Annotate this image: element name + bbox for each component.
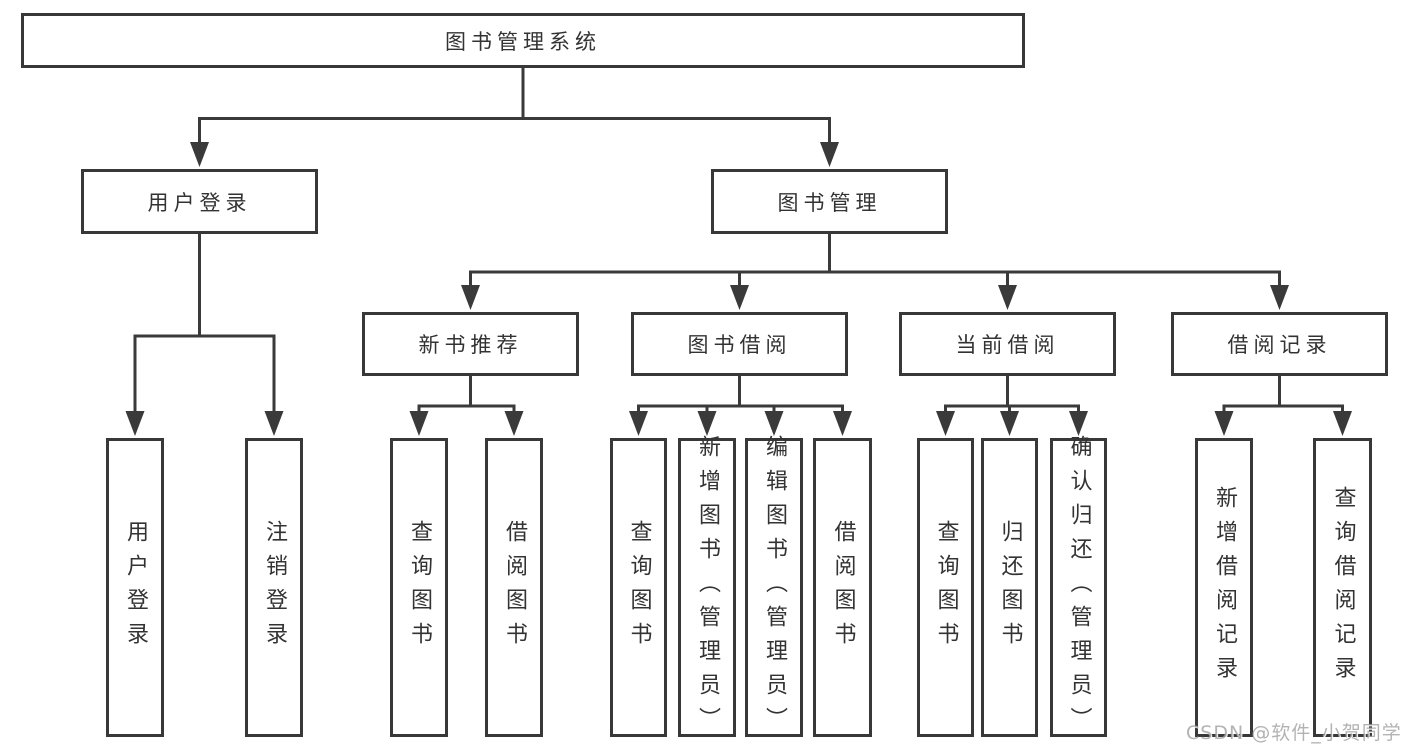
leaf-label: 查询图书 xyxy=(626,519,652,656)
leaf-label: 用户登录 xyxy=(123,519,148,656)
leaf-add-book-admin: 新增图书（管理员） xyxy=(678,435,736,741)
leaf-label: 归还图书 xyxy=(997,519,1023,656)
node-user-login: 用户登录 xyxy=(81,169,318,234)
node-label: 图书管理 xyxy=(777,190,882,215)
node-book-management: 图书管理 xyxy=(711,169,948,234)
node-book-borrow: 图书借阅 xyxy=(631,312,848,376)
leaf-borrow-books-recommend: 借阅图书 xyxy=(485,438,543,737)
leaf-query-books-recommend: 查询图书 xyxy=(390,438,448,737)
leaf-label: 查询图书 xyxy=(407,519,432,656)
leaf-edit-book-admin: 编辑图书（管理员） xyxy=(745,435,803,741)
csdn-watermark: CSDN @软件_小贺同学 xyxy=(1186,722,1402,744)
leaf-query-books-borrow: 查询图书 xyxy=(610,438,667,737)
leaf-label: 借阅图书 xyxy=(830,519,856,656)
leaf-query-books-current: 查询图书 xyxy=(917,438,974,737)
node-label: 图书借阅 xyxy=(687,333,792,357)
node-current-borrow: 当前借阅 xyxy=(899,312,1116,376)
leaf-confirm-return-admin: 确认归还（管理员） xyxy=(1050,435,1107,741)
node-label: 当前借阅 xyxy=(955,333,1060,357)
leaf-return-book: 归还图书 xyxy=(981,438,1038,737)
leaf-user-login: 用户登录 xyxy=(106,438,164,737)
node-borrow-records: 借阅记录 xyxy=(1171,312,1388,376)
node-label: 借阅记录 xyxy=(1227,333,1332,357)
node-label: 用户登录 xyxy=(147,190,252,215)
leaf-label: 新增图书（管理员） xyxy=(695,434,720,741)
leaf-logout: 注销登录 xyxy=(245,438,303,737)
leaf-label: 查询借阅记录 xyxy=(1330,485,1356,690)
leaf-borrow-books: 借阅图书 xyxy=(813,438,872,737)
node-library-system: 图书管理系统 xyxy=(21,13,1025,68)
leaf-label: 借阅图书 xyxy=(502,519,527,656)
node-label: 新书推荐 xyxy=(418,333,523,357)
leaf-label: 注销登录 xyxy=(262,519,287,656)
node-new-book-recommend: 新书推荐 xyxy=(362,312,579,376)
leaf-add-borrow-record: 新增借阅记录 xyxy=(1195,438,1253,737)
leaf-label: 确认归还（管理员） xyxy=(1066,434,1092,741)
leaf-label: 查询图书 xyxy=(933,519,959,656)
leaf-query-borrow-record: 查询借阅记录 xyxy=(1313,438,1372,737)
leaf-label: 新增借阅记录 xyxy=(1212,485,1237,690)
node-label: 图书管理系统 xyxy=(445,29,601,54)
leaf-label: 编辑图书（管理员） xyxy=(762,434,787,741)
